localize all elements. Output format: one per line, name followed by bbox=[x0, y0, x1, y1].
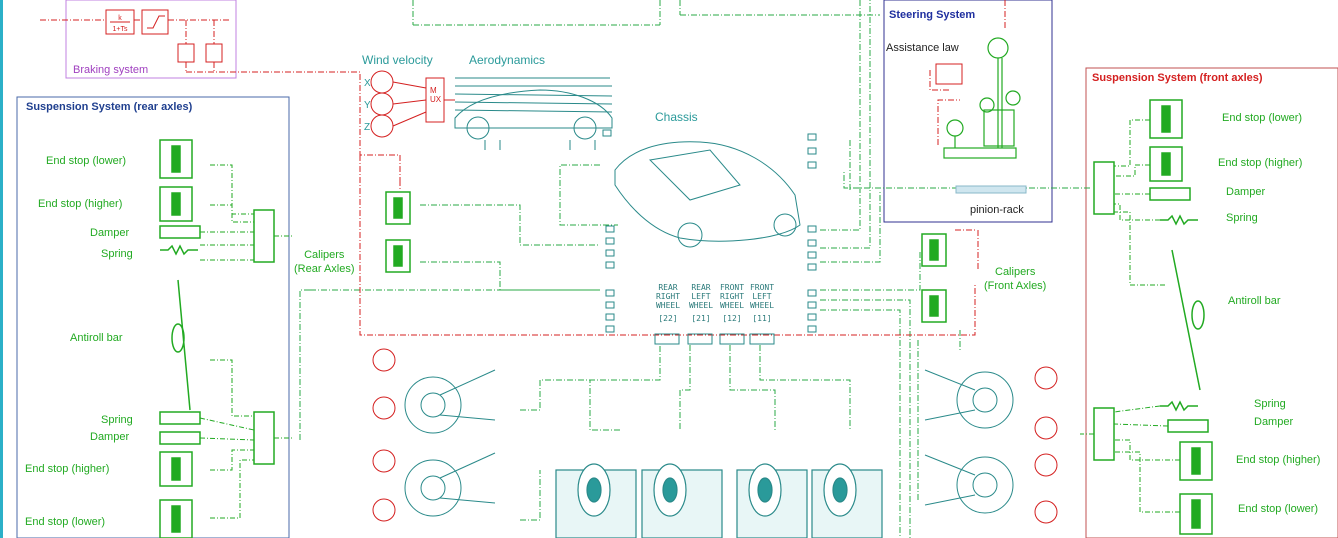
front-spring-bottom: Spring bbox=[1254, 398, 1286, 410]
front-suspension-components bbox=[1094, 100, 1212, 534]
chassis-car bbox=[615, 142, 800, 247]
front-end-stop-lower-top: End stop (lower) bbox=[1222, 112, 1302, 124]
front-damper-bottom: Damper bbox=[1254, 416, 1293, 428]
front-antiroll-bar: Antiroll bar bbox=[1228, 295, 1281, 307]
rear-spring-top: Spring bbox=[101, 248, 133, 260]
signal-wires-green bbox=[300, 0, 1090, 538]
front-suspension-wires bbox=[1080, 120, 1180, 512]
wheel-id-rear-left: [21] bbox=[688, 314, 714, 323]
front-spring-top: Spring bbox=[1226, 212, 1258, 224]
rear-antiroll-bar: Antiroll bar bbox=[70, 332, 123, 344]
braking-tf-num: k bbox=[118, 15, 122, 22]
wheel-id-front-right: [12] bbox=[718, 314, 746, 323]
calipers-rear-label: Calipers (Rear Axles) bbox=[294, 248, 355, 276]
braking-system-title: Braking system bbox=[73, 64, 148, 76]
mux-label: MUX bbox=[430, 86, 442, 104]
suspension-rear-title: Suspension System (rear axles) bbox=[26, 101, 192, 113]
left-edge-bar bbox=[0, 0, 3, 538]
pinion-rack-bar bbox=[956, 186, 1026, 193]
wind-velocity-label: Wind velocity bbox=[362, 53, 433, 67]
rear-suspension-wires bbox=[200, 165, 292, 518]
wheel-label-front-right: FRONT RIGHT WHEEL bbox=[718, 283, 746, 310]
wind-z: Z bbox=[364, 122, 370, 133]
front-k-sources bbox=[1035, 367, 1057, 523]
steering-system-title: Steering System bbox=[889, 9, 975, 21]
assistance-law-label: Assistance law bbox=[886, 42, 959, 54]
wheel-label-front-left: FRONT LEFT WHEEL bbox=[748, 283, 776, 310]
wheel-id-front-left: [11] bbox=[748, 314, 776, 323]
wheel-label-rear-right: REAR RIGHT WHEEL bbox=[655, 283, 681, 310]
chassis-label: Chassis bbox=[655, 110, 698, 124]
road-wheels bbox=[556, 464, 882, 538]
front-end-stop-lower-bottom: End stop (lower) bbox=[1238, 503, 1318, 515]
pinion-rack-label: pinion-rack bbox=[970, 204, 1024, 216]
wind-y: Y bbox=[364, 100, 371, 111]
front-calipers bbox=[922, 234, 946, 322]
rear-end-stop-lower-top: End stop (lower) bbox=[46, 155, 126, 167]
rear-damper-bottom: Damper bbox=[90, 431, 129, 443]
rear-spring-bottom: Spring bbox=[101, 414, 133, 426]
rear-damper-top: Damper bbox=[90, 227, 129, 239]
front-end-stop-higher-top: End stop (higher) bbox=[1218, 157, 1302, 169]
wind-sources bbox=[371, 71, 455, 137]
braking-blocks bbox=[106, 10, 222, 62]
steering-blocks bbox=[944, 38, 1020, 158]
rear-suspension-components bbox=[160, 140, 274, 538]
assistance-law-block bbox=[936, 64, 962, 84]
braking-tf-den: 1+Ts bbox=[113, 26, 128, 33]
aerodynamics-car bbox=[455, 78, 612, 150]
wheel-label-rear-left: REAR LEFT WHEEL bbox=[688, 283, 714, 310]
wheel-id-rear-right: [22] bbox=[655, 314, 681, 323]
aerodynamics-label: Aerodynamics bbox=[469, 53, 545, 67]
rear-k-sources bbox=[373, 349, 395, 521]
wind-x: X bbox=[364, 78, 371, 89]
front-kinematics bbox=[925, 370, 1013, 513]
calipers-front-label: Calipers (Front Axles) bbox=[984, 265, 1046, 293]
rear-kinematics bbox=[405, 370, 495, 516]
front-damper-top: Damper bbox=[1226, 186, 1265, 198]
suspension-front-title: Suspension System (front axles) bbox=[1092, 72, 1263, 84]
rear-end-stop-higher-bottom: End stop (higher) bbox=[25, 463, 109, 475]
rear-end-stop-lower-bottom: End stop (lower) bbox=[25, 516, 105, 528]
rear-calipers bbox=[386, 192, 410, 272]
front-end-stop-higher-bottom: End stop (higher) bbox=[1236, 454, 1320, 466]
rear-end-stop-higher-top: End stop (higher) bbox=[38, 198, 122, 210]
